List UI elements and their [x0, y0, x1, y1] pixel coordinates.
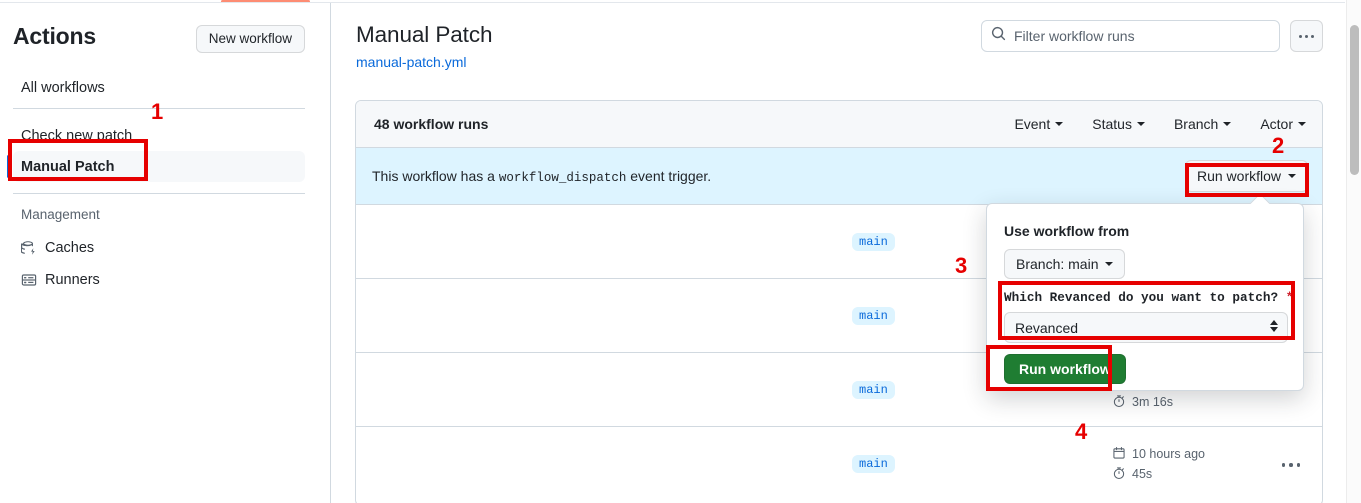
workflow-input-label-text: Which Revanced do you want to patch?: [1004, 290, 1279, 305]
stepper-icon: [1270, 320, 1278, 332]
dispatch-event-code: workflow_dispatch: [498, 170, 627, 185]
new-workflow-button[interactable]: New workflow: [195, 25, 305, 53]
run-duration-text: 3m 16s: [1132, 395, 1173, 409]
sidebar-section-management: Management: [21, 207, 100, 222]
chevron-down-icon: [1055, 122, 1064, 126]
scrollbar-thumb[interactable]: [1350, 25, 1359, 175]
submit-run-workflow-button[interactable]: Run workflow: [1004, 354, 1126, 384]
workflow-runs-count: 48 workflow runs: [374, 116, 489, 132]
filter-placeholder: Filter workflow runs: [1014, 28, 1135, 44]
use-workflow-from-label: Use workflow from: [1004, 223, 1130, 239]
filter-actor-dropdown[interactable]: Actor: [1260, 116, 1306, 132]
row-kebab-horizontal-icon[interactable]: [1278, 457, 1304, 473]
workflow-dispatch-banner: This workflow has a workflow_dispatch ev…: [356, 148, 1322, 205]
page-heading-actions: Actions: [13, 23, 96, 49]
branch-badge[interactable]: main: [852, 455, 895, 473]
branch-badge[interactable]: main: [852, 233, 895, 251]
sidebar-item-label: Caches: [45, 239, 95, 256]
page-scrollbar[interactable]: [1346, 0, 1361, 503]
active-tab-underline: [221, 0, 310, 3]
sidebar-item-runners[interactable]: Runners: [13, 264, 305, 295]
filter-label: Event: [1014, 116, 1051, 132]
dispatch-banner-text: This workflow has a workflow_dispatch ev…: [372, 168, 711, 185]
run-filters: Event Status Branch Actor: [1014, 116, 1306, 132]
branch-select-button[interactable]: Branch: main: [1004, 249, 1126, 279]
required-marker: *: [1285, 290, 1294, 305]
workflow-file-link[interactable]: manual-patch.yml: [356, 54, 467, 70]
sidebar-item-manual-patch[interactable]: Manual Patch: [7, 151, 305, 182]
sidebar-item-label: Runners: [45, 271, 100, 288]
branch-select-label: Branch: main: [1016, 256, 1099, 272]
annotation-number-3: 3: [955, 253, 968, 278]
filter-workflow-runs-input[interactable]: Filter workflow runs: [981, 20, 1280, 52]
sidebar-item-caches[interactable]: Caches: [13, 232, 305, 263]
filter-status-dropdown[interactable]: Status: [1092, 116, 1145, 132]
sidebar-divider-1: [13, 108, 305, 109]
chevron-down-icon: [1105, 262, 1114, 266]
sidebar: Actions New workflow All workflows Check…: [0, 3, 331, 503]
workflow-runs-card: 48 workflow runs Event Status Branch: [355, 100, 1323, 503]
branch-badge[interactable]: main: [852, 381, 895, 399]
branch-badge[interactable]: main: [852, 307, 895, 325]
chevron-down-icon: [1288, 174, 1296, 178]
run-workflow-dropdown-button[interactable]: Run workflow: [1184, 160, 1308, 192]
revanced-select-value: Revanced: [1015, 319, 1079, 336]
kebab-horizontal-icon[interactable]: [1290, 20, 1323, 52]
run-date: 10 hours ago: [1112, 444, 1264, 464]
filter-label: Status: [1092, 116, 1132, 132]
run-meta: 10 hours ago 45s: [1112, 444, 1264, 484]
filter-label: Actor: [1260, 116, 1293, 132]
run-workflow-popover: Use workflow from Branch: main Which Rev…: [986, 203, 1304, 391]
chevron-down-icon: [1136, 122, 1145, 126]
run-workflow-button-label: Run workflow: [1196, 168, 1281, 184]
sidebar-item-label: Check new patch: [21, 127, 133, 144]
chevron-down-icon: [1223, 122, 1232, 126]
page-title: Manual Patch: [356, 22, 493, 47]
dispatch-suffix: event trigger.: [630, 167, 712, 184]
run-duration: 45s: [1112, 464, 1264, 484]
workflow-input-label: Which Revanced do you want to patch? *: [1004, 290, 1293, 305]
annotation-number-1: 1: [151, 99, 164, 124]
revanced-select[interactable]: Revanced: [1004, 312, 1288, 343]
server-icon: [21, 272, 37, 288]
cache-icon: [20, 240, 37, 256]
workflow-runs-toolbar: 48 workflow runs Event Status Branch: [356, 101, 1322, 148]
sidebar-item-label: All workflows: [21, 79, 105, 96]
top-divider: [0, 2, 1345, 3]
stopwatch-icon: [1112, 394, 1126, 411]
table-row[interactable]: main 10 hours ago: [356, 427, 1322, 501]
annotation-number-4: 4: [1075, 419, 1088, 444]
sidebar-divider-2: [13, 193, 305, 194]
run-date-text: 10 hours ago: [1132, 447, 1205, 461]
filter-label: Branch: [1173, 116, 1219, 132]
search-icon: [991, 26, 1006, 46]
sidebar-item-all-workflows[interactable]: All workflows: [13, 72, 305, 103]
dispatch-prefix: This workflow has a: [372, 167, 495, 184]
annotation-number-2: 2: [1272, 133, 1285, 158]
stopwatch-icon: [1112, 466, 1126, 483]
filter-event-dropdown[interactable]: Event: [1014, 116, 1064, 132]
run-meta: 3m 16s: [1112, 370, 1264, 412]
sidebar-header: Actions New workflow: [13, 23, 316, 57]
filter-branch-dropdown[interactable]: Branch: [1173, 116, 1232, 132]
run-duration-text: 45s: [1132, 467, 1153, 481]
run-duration: 3m 16s: [1112, 392, 1264, 412]
sidebar-item-label: Manual Patch: [21, 158, 115, 175]
chevron-down-icon: [1298, 122, 1306, 126]
calendar-icon: [1112, 446, 1126, 463]
